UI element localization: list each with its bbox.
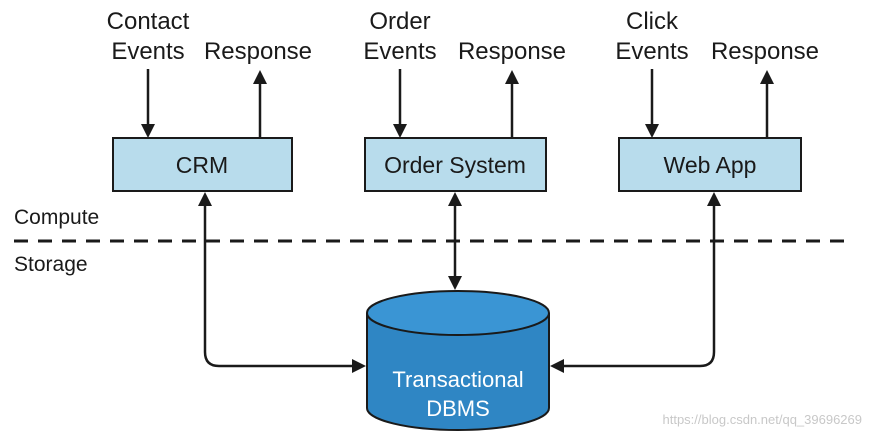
transactional-dbms-cylinder: Transactional DBMS: [366, 290, 550, 431]
order-output-label: Response: [458, 38, 566, 65]
crm-output-arrow: [253, 70, 267, 138]
webapp-db-connector: [550, 192, 721, 373]
webapp-io-labels: Click Events Response: [615, 8, 819, 65]
order-input-label-line1: Order: [369, 8, 430, 35]
order-db-connector: [448, 192, 462, 290]
crm-input-label-line2: Events: [111, 38, 184, 65]
order-input-arrow: [393, 69, 407, 138]
compute-layer-label: Compute: [14, 206, 99, 229]
webapp-input-arrow: [645, 69, 659, 138]
crm-output-label: Response: [204, 38, 312, 65]
crm-box: CRM: [112, 137, 293, 192]
order-io-labels: Order Events Response: [363, 8, 566, 65]
webapp-output-arrow: [760, 70, 774, 138]
crm-box-label: CRM: [176, 152, 228, 178]
crm-io-labels: Contact Events Response: [107, 8, 312, 65]
crm-input-arrow: [141, 69, 155, 138]
output-arrows: [253, 70, 774, 138]
crm-input-label-line1: Contact: [107, 8, 190, 35]
webapp-input-label-line2: Events: [615, 38, 688, 65]
dbms-label-line1: Transactional: [392, 367, 523, 392]
webapp-box-label: Web App: [664, 152, 757, 178]
order-output-arrow: [505, 70, 519, 138]
order-system-box: Order System: [364, 137, 547, 192]
webapp-input-label-line1: Click: [626, 8, 679, 35]
dbms-label-line2: DBMS: [426, 396, 490, 421]
order-input-label-line2: Events: [363, 38, 436, 65]
webapp-output-label: Response: [711, 38, 819, 65]
crm-db-connector: [198, 192, 366, 373]
input-arrows: [141, 69, 659, 138]
order-system-box-label: Order System: [384, 152, 526, 178]
storage-layer-label: Storage: [14, 253, 88, 276]
watermark-text: https://blog.csdn.net/qq_39696269: [663, 412, 863, 427]
webapp-box: Web App: [618, 137, 802, 192]
